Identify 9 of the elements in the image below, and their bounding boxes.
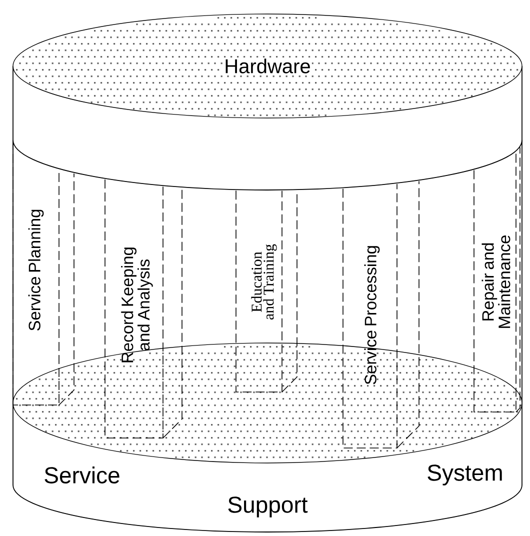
node-label: Support [228,496,308,518]
dashed-column: Service Processing [342,180,420,448]
dashed-column: Repair and Maintenance [474,146,520,412]
node-label: System [428,464,502,486]
node-label: Service [44,466,120,484]
dashed-column: Service Planning [12,140,74,406]
dashed-column: Record Keeping and Analysis [104,179,182,438]
dashed-column: Education and Training [236,190,298,392]
node-label: Hardware [226,58,310,74]
